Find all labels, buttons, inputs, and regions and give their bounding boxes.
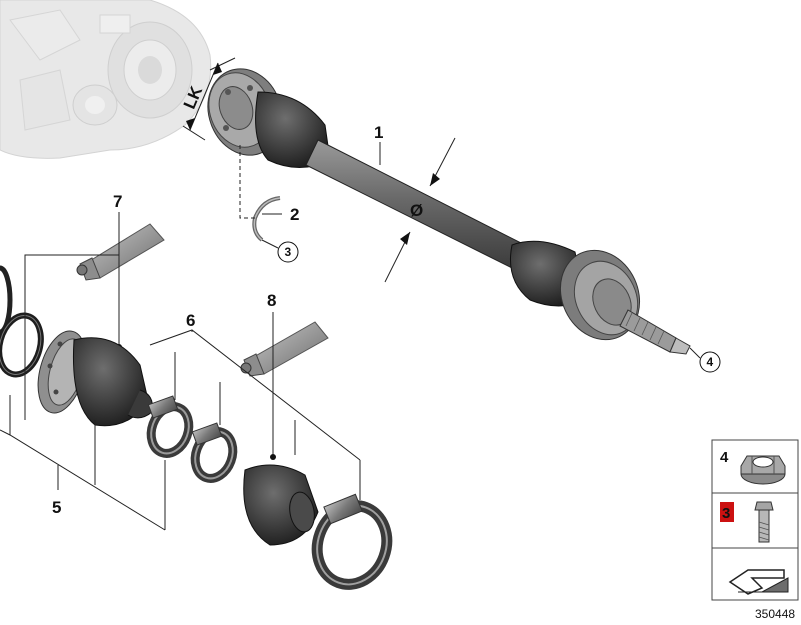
hose-clamp-2 bbox=[190, 422, 238, 483]
callout-2: 2 bbox=[290, 205, 299, 224]
inner-joint-boot-kit bbox=[37, 330, 153, 427]
differential-housing-ghost bbox=[0, 0, 212, 159]
legend-item-4-number: 4 bbox=[720, 449, 729, 466]
callout-3: 3 bbox=[285, 245, 292, 259]
outer-joint-boot-kit bbox=[243, 464, 319, 546]
group-bracket-lines bbox=[0, 254, 361, 531]
callout-7: 7 bbox=[113, 192, 122, 211]
seal-ring-left bbox=[0, 265, 13, 335]
seal-ring bbox=[0, 312, 44, 378]
bolt-icon bbox=[754, 501, 774, 543]
callout-1: 1 bbox=[374, 123, 383, 142]
retaining-ring bbox=[252, 196, 281, 242]
legend-item-3-number: 3 bbox=[722, 505, 730, 522]
callout-6: 6 bbox=[186, 311, 195, 330]
diameter-indicator: Ø bbox=[384, 137, 456, 283]
callout-5: 5 bbox=[52, 498, 61, 517]
grease-tube-8 bbox=[240, 321, 329, 377]
legend-row-bolt: 3 bbox=[720, 501, 774, 543]
collar-nut-icon bbox=[740, 455, 786, 485]
diameter-symbol: Ø bbox=[410, 201, 423, 220]
outer-cv-joint bbox=[559, 249, 641, 341]
hose-clamp-large bbox=[311, 493, 393, 590]
inner-boot bbox=[255, 91, 331, 168]
drive-shaft-assembly bbox=[207, 68, 691, 355]
diagram-number: 350448 bbox=[755, 607, 795, 621]
grease-tube-7 bbox=[76, 223, 165, 281]
legend-highlight bbox=[720, 502, 734, 522]
callout-4: 4 bbox=[707, 355, 714, 369]
hose-clamp-1 bbox=[146, 395, 194, 458]
legend-panel: 4 3 bbox=[711, 439, 799, 601]
legend-row-nut: 4 bbox=[720, 449, 786, 485]
direction-arrow-icon bbox=[728, 569, 789, 595]
callout-8: 8 bbox=[267, 291, 276, 310]
